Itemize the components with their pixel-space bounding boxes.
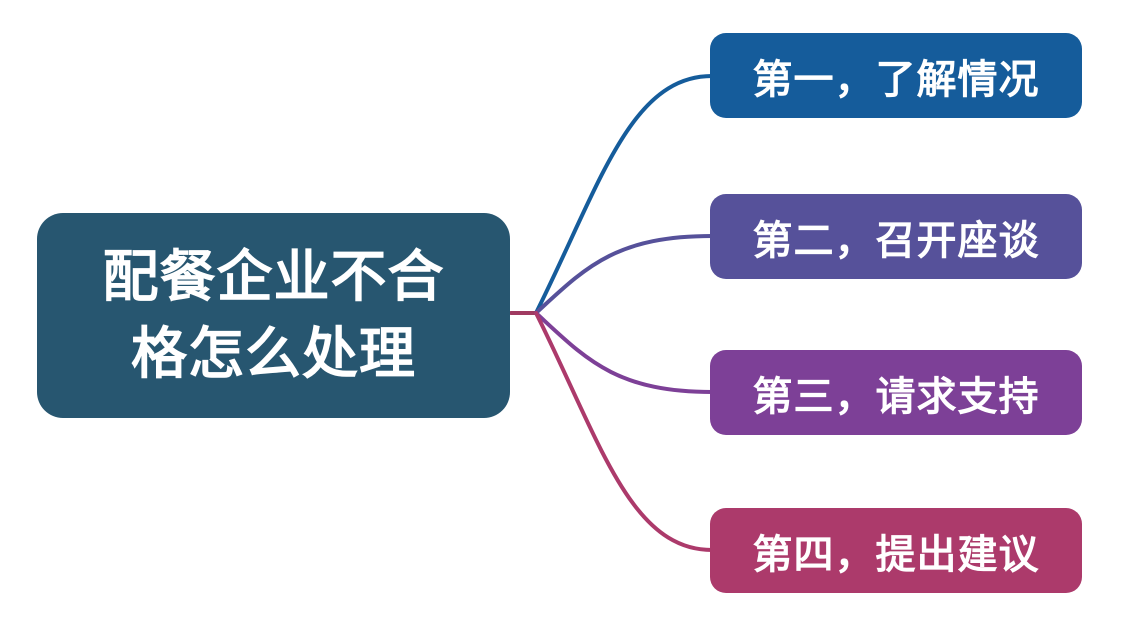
connector-branch-4 [534,311,714,552]
branch-node-4[interactable]: 第四，提出建议 [710,508,1082,593]
branch-node-1[interactable]: 第一，了解情况 [710,33,1082,118]
connector-branch-2 [534,234,714,315]
connector-branch-3 [534,311,714,394]
root-node[interactable]: 配餐企业不合 格怎么处理 [37,213,510,418]
branch-node-2[interactable]: 第二，召开座谈 [710,194,1082,279]
connector-branch-1 [534,74,714,315]
branch-node-3[interactable]: 第三，请求支持 [710,350,1082,435]
